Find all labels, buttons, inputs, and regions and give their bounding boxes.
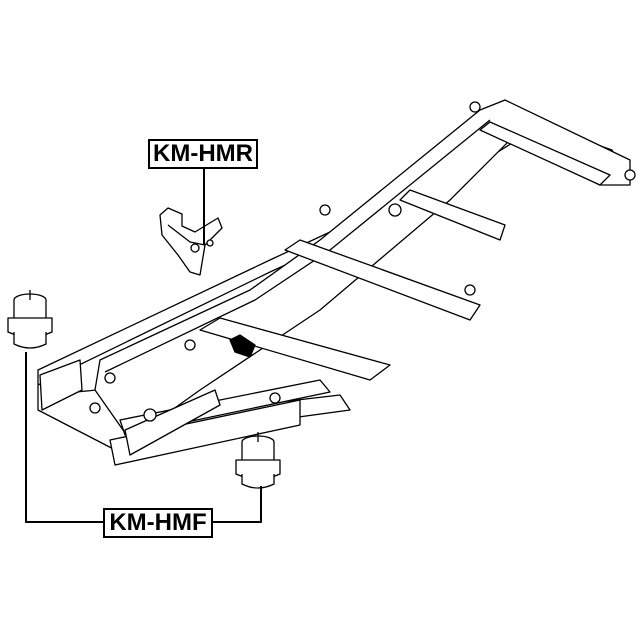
frame-mount-points [89, 101, 636, 422]
transmission-crossmember-black [229, 334, 256, 358]
front-crossbar [39, 359, 221, 456]
part-label-km-hmf: KM-HMF [103, 508, 213, 538]
front-mount-part-left [7, 290, 53, 349]
front-mount-part-right [235, 432, 281, 489]
leader-lines [25, 169, 262, 523]
rear-mount-part [159, 207, 223, 276]
part-label-km-hmr: KM-HMR [148, 139, 258, 169]
leader-line-hmf-right [213, 486, 262, 523]
leader-line-hmf-left [25, 352, 103, 523]
